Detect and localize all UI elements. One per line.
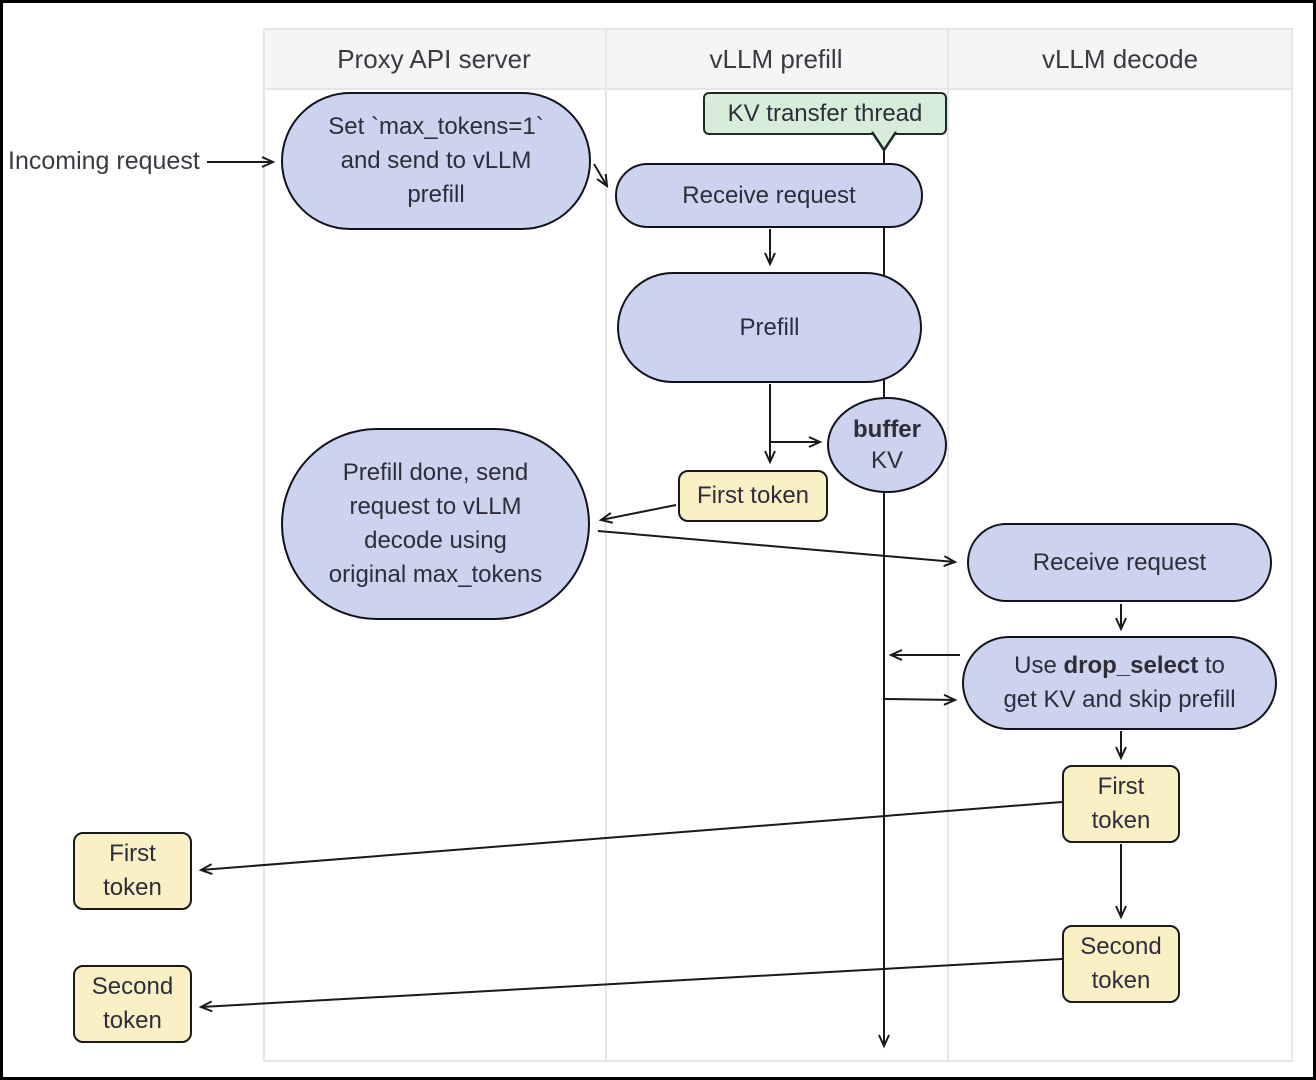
node-line: Second <box>91 973 174 1000</box>
lane-header-label: vLLM prefill <box>709 43 843 74</box>
node-line: Prefill <box>739 313 800 341</box>
node-line: get KV and skip prefill <box>1003 686 1236 713</box>
node-prefill-receive-request: Receive request <box>615 163 923 228</box>
node-line: First <box>1097 773 1145 800</box>
node-prefill-first-token: First token <box>678 470 828 522</box>
lane-separator-1 <box>605 28 607 1062</box>
node-line: KV <box>870 447 903 474</box>
node-drop-select: Use drop_select to get KV and skip prefi… <box>962 636 1277 730</box>
node-decode-receive-request: Receive request <box>967 523 1272 602</box>
node-line: Set `max_tokens=1` <box>328 113 544 140</box>
node-line: Second <box>1080 933 1162 960</box>
node-output-second-token: Second token <box>73 965 192 1043</box>
lane-header-prefill: vLLM prefill <box>605 28 947 90</box>
text-segment-bold: drop_select <box>1063 652 1199 679</box>
arrow-lifeline-to-dropselect <box>884 693 958 706</box>
node-line: Receive request <box>682 181 856 209</box>
lane-separator-2 <box>947 28 949 1062</box>
node-line: decode using <box>364 527 507 554</box>
node-decode-second-token: Second token <box>1062 925 1180 1003</box>
lane-header-label: Proxy API server <box>337 43 531 74</box>
swimlane-header-band <box>263 28 1293 90</box>
arrow-prefilldone-to-decode-receive <box>597 530 958 567</box>
node-set-max-tokens: Set `max_tokens=1` and send to vLLM pref… <box>281 92 591 230</box>
node-line: request to vLLM <box>349 493 522 520</box>
node-line: Receive request <box>1032 548 1207 576</box>
node-line: token <box>103 1007 162 1034</box>
arrow-firsttoken-to-prefilldone <box>598 504 677 524</box>
incoming-request-label: Incoming request <box>8 147 200 175</box>
node-line: original max_tokens <box>328 561 543 588</box>
node-prefill: Prefill <box>617 272 922 383</box>
node-line: prefill <box>407 181 465 208</box>
node-line: buffer <box>853 416 921 443</box>
node-buffer-kv: buffer KV <box>827 397 947 493</box>
node-line: Use drop_select to <box>1014 649 1225 683</box>
arrow-decode-firsttoken-to-left <box>198 801 1063 876</box>
lane-header-proxy: Proxy API server <box>263 28 605 90</box>
text-segment: Use <box>1014 652 1064 679</box>
node-line: KV transfer thread <box>727 99 923 127</box>
node-line: Prefill done, send <box>342 459 529 486</box>
arrow-setmax-to-receive <box>593 163 609 189</box>
node-line: token <box>103 874 162 901</box>
node-output-first-token: First token <box>73 832 192 910</box>
node-line: First <box>109 840 156 867</box>
node-kv-transfer-thread: KV transfer thread <box>703 92 947 135</box>
node-line: token <box>1091 807 1151 834</box>
arrow-decode-secondtoken-to-left <box>198 958 1063 1013</box>
kv-thread-tail <box>870 131 898 152</box>
lane-header-label: vLLM decode <box>1041 43 1199 74</box>
node-line: First token <box>696 482 810 509</box>
node-line: token <box>1091 967 1151 994</box>
node-line: and send to vLLM <box>340 147 532 174</box>
text-segment: to <box>1198 652 1225 679</box>
node-prefill-done: Prefill done, send request to vLLM decod… <box>281 428 590 620</box>
node-decode-first-token: First token <box>1062 765 1180 843</box>
lane-header-decode: vLLM decode <box>947 28 1293 90</box>
